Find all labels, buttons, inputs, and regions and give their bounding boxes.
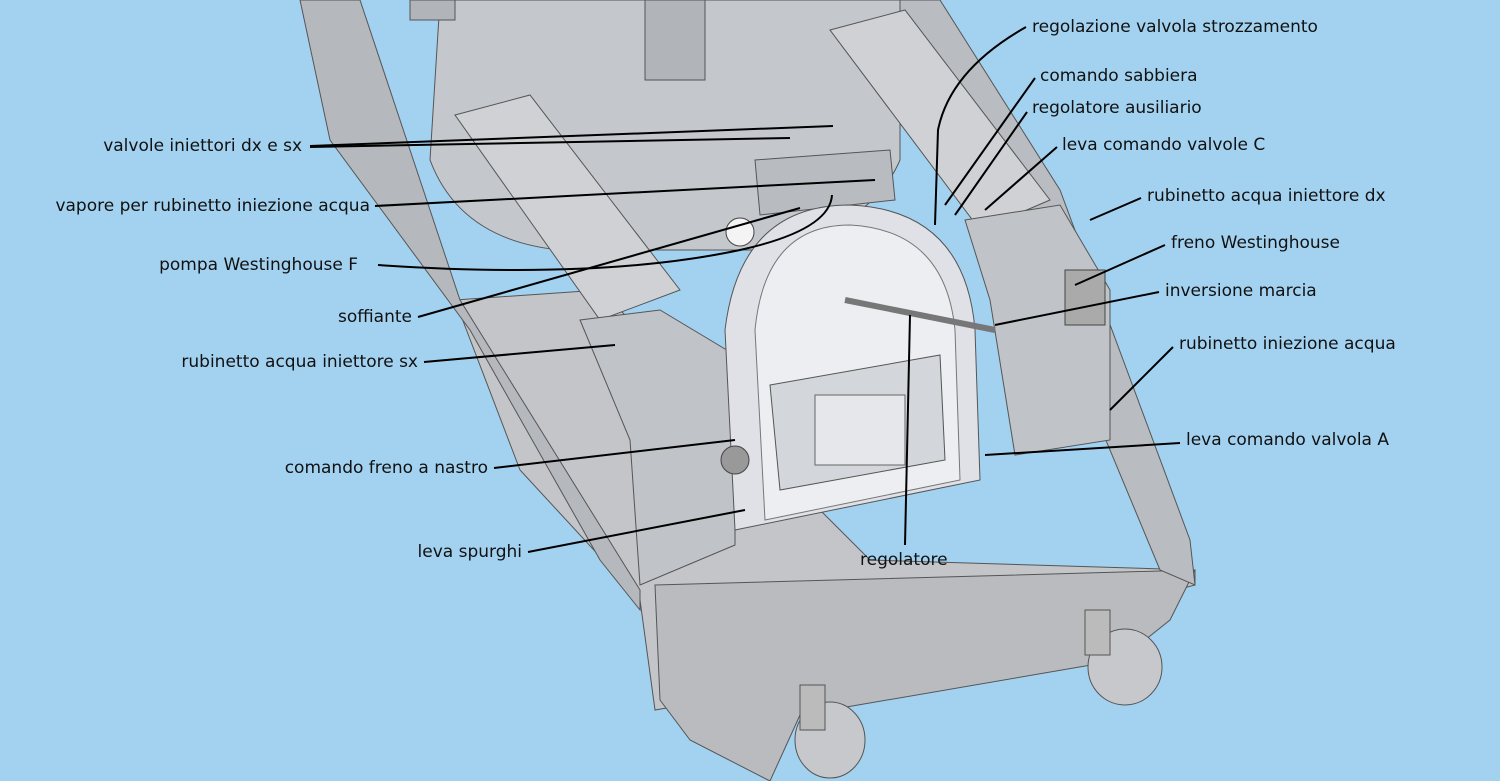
- right-buffer-stem: [1084, 609, 1111, 656]
- label-soffiante: soffiante: [337, 307, 412, 327]
- leader-freno-nastro: [493, 439, 736, 469]
- leader-valvole-iniettori-2: [309, 137, 791, 148]
- label-regolazione-valvola: regolazione valvola strozzamento: [1032, 17, 1318, 37]
- label-rubinetto-iniettore-dx: rubinetto acqua iniettore dx: [1147, 186, 1386, 206]
- right-locker: [964, 204, 1111, 456]
- leader-valvole-c: [984, 146, 1058, 211]
- chimney: [644, 0, 706, 81]
- label-leva-valvole-c: leva comando valvole C: [1062, 135, 1266, 155]
- westinghouse-valve: [1064, 269, 1106, 326]
- label-comando-freno-nastro: comando freno a nastro: [284, 458, 488, 478]
- label-rubinetto-iniettore-sx: rubinetto acqua iniettore sx: [181, 352, 418, 372]
- label-regolatore-ausiliario: regolatore ausiliario: [1032, 98, 1202, 118]
- leader-strozzamento: [934, 26, 1027, 226]
- left-buffer-stem: [799, 684, 826, 731]
- leader-soffiante: [417, 207, 801, 318]
- label-inversione-marcia: inversione marcia: [1165, 281, 1317, 301]
- label-freno-westinghouse: freno Westinghouse: [1171, 233, 1340, 253]
- leader-vapore: [374, 179, 876, 207]
- leader-spurghi: [527, 509, 746, 553]
- leader-westinghouse: [1074, 244, 1166, 286]
- leader-rubinetto-sx: [423, 344, 616, 363]
- label-comando-sabbiera: comando sabbiera: [1040, 66, 1198, 86]
- leader-regolatore: [904, 314, 911, 546]
- label-pompa-westinghouse: pompa Westinghouse F: [159, 255, 358, 275]
- pressure-gauge: [725, 217, 755, 247]
- leader-valvola-a: [984, 442, 1181, 456]
- leader-inversione: [994, 291, 1160, 326]
- leader-ausiliario: [954, 111, 1028, 216]
- leader-sabbiera: [944, 77, 1036, 206]
- label-leva-spurghi: leva spurghi: [417, 542, 522, 562]
- hand-wheel: [720, 445, 750, 475]
- leader-lines: [309, 26, 1181, 553]
- label-leva-valvola-a: leva comando valvola A: [1186, 430, 1389, 450]
- label-rubinetto-iniezione: rubinetto iniezione acqua: [1179, 334, 1396, 354]
- leader-iniezione: [1109, 346, 1174, 411]
- left-side-sheet: [299, 0, 641, 612]
- label-vapore-rubinetto: vapore per rubinetto iniezione acqua: [55, 196, 370, 216]
- leader-pompa: [377, 194, 833, 271]
- label-valvole-iniettori: valvole iniettori dx e sx: [103, 136, 302, 156]
- door-panel: [814, 394, 906, 466]
- dome: [409, 0, 456, 21]
- left-locker: [579, 309, 736, 586]
- leader-iniettore-dx: [1089, 197, 1142, 221]
- label-regolatore: regolatore: [860, 550, 948, 570]
- left-tank: [454, 94, 681, 321]
- leader-valvole-iniettori-1: [309, 125, 834, 147]
- regulator-lever: [844, 297, 996, 333]
